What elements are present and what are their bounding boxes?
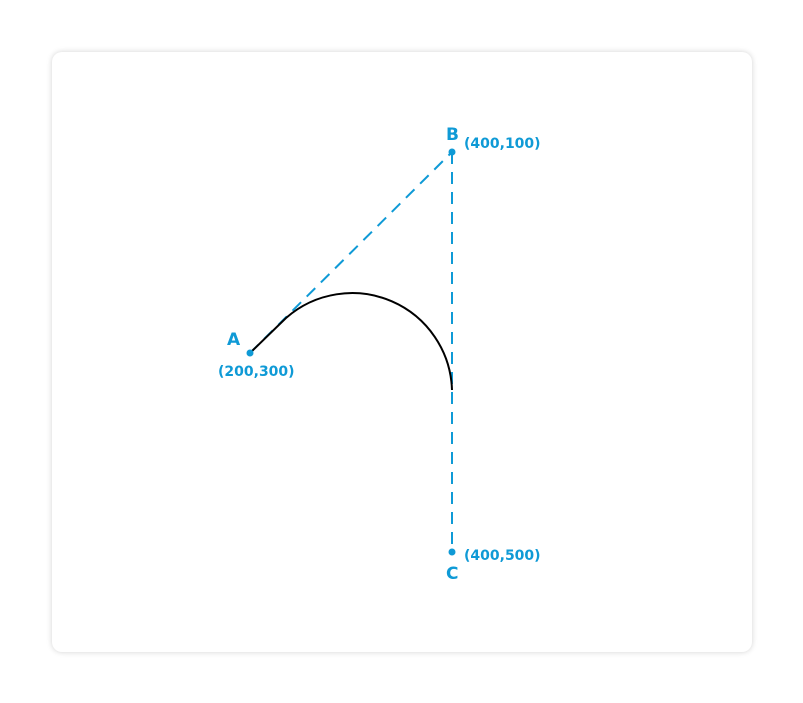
point-a-label: A	[227, 330, 241, 350]
point-c-dot	[448, 548, 456, 556]
point-b-coord: (400,100)	[464, 136, 541, 152]
point-c-coord: (400,500)	[464, 548, 541, 564]
point-c-label: C	[446, 564, 458, 584]
point-b-label: B	[446, 125, 459, 145]
diagram-card: A (200,300) B (400,100) C (400,500)	[52, 52, 752, 652]
point-b-dot	[448, 148, 456, 156]
arc-to-diagram: A (200,300) B (400,100) C (400,500)	[218, 125, 541, 584]
tangent-arc-curve	[249, 292, 453, 391]
point-a-coord: (200,300)	[218, 364, 295, 380]
point-a-dot	[246, 349, 254, 357]
